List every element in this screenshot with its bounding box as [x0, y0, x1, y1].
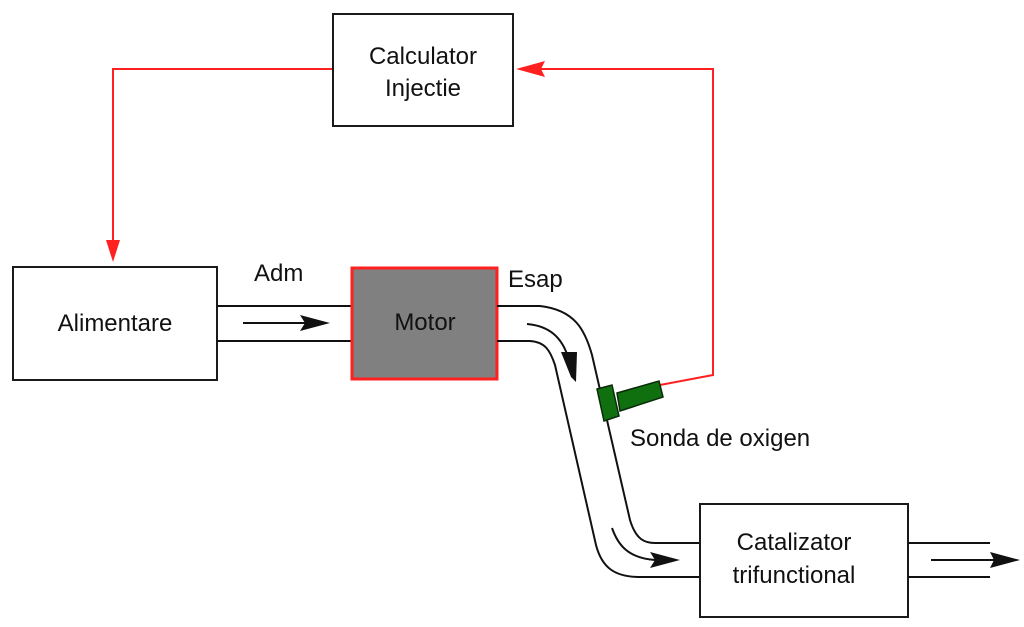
intake-label: Adm: [254, 260, 303, 287]
signal-line-sensor-to-calculator: [516, 61, 714, 386]
oxygen-sensor-body: [616, 380, 664, 412]
block-alimentare[interactable]: Alimentare: [12, 266, 218, 381]
block-motor[interactable]: Motor: [350, 266, 499, 381]
block-catalizator-trifunctional[interactable]: Catalizator trifunctional: [699, 503, 909, 618]
calculator-label-line2: Injectie: [385, 75, 461, 102]
exhaust-pipe: [497, 305, 700, 578]
block-calculator-injectie[interactable]: Calculator Injectie: [332, 13, 514, 127]
catalizator-label-line1: Catalizator: [737, 529, 852, 556]
flow-arrow-right-icon: [990, 552, 1020, 568]
arrow-down-icon: [106, 240, 120, 262]
outlet-pipe: [908, 542, 1020, 578]
signal-line-calculator-to-alimentare: [106, 68, 333, 262]
flow-arrow-right-icon: [650, 552, 680, 568]
arrow-left-icon: [516, 61, 545, 77]
alimentare-label: Alimentare: [58, 310, 173, 337]
intake-pipe: [217, 305, 352, 342]
oxygen-sensor-label: Sonda de oxigen: [630, 425, 810, 452]
flow-arrow-right-icon: [300, 315, 330, 331]
calculator-label-line1: Calculator: [369, 43, 477, 70]
exhaust-label: Esap: [508, 266, 563, 293]
catalizator-label-line2: trifunctional: [733, 562, 856, 589]
motor-label: Motor: [394, 309, 455, 336]
oxygen-sensor-head: [596, 384, 620, 422]
flow-arrow-down-icon: [561, 352, 577, 382]
oxygen-sensor[interactable]: [596, 380, 664, 422]
